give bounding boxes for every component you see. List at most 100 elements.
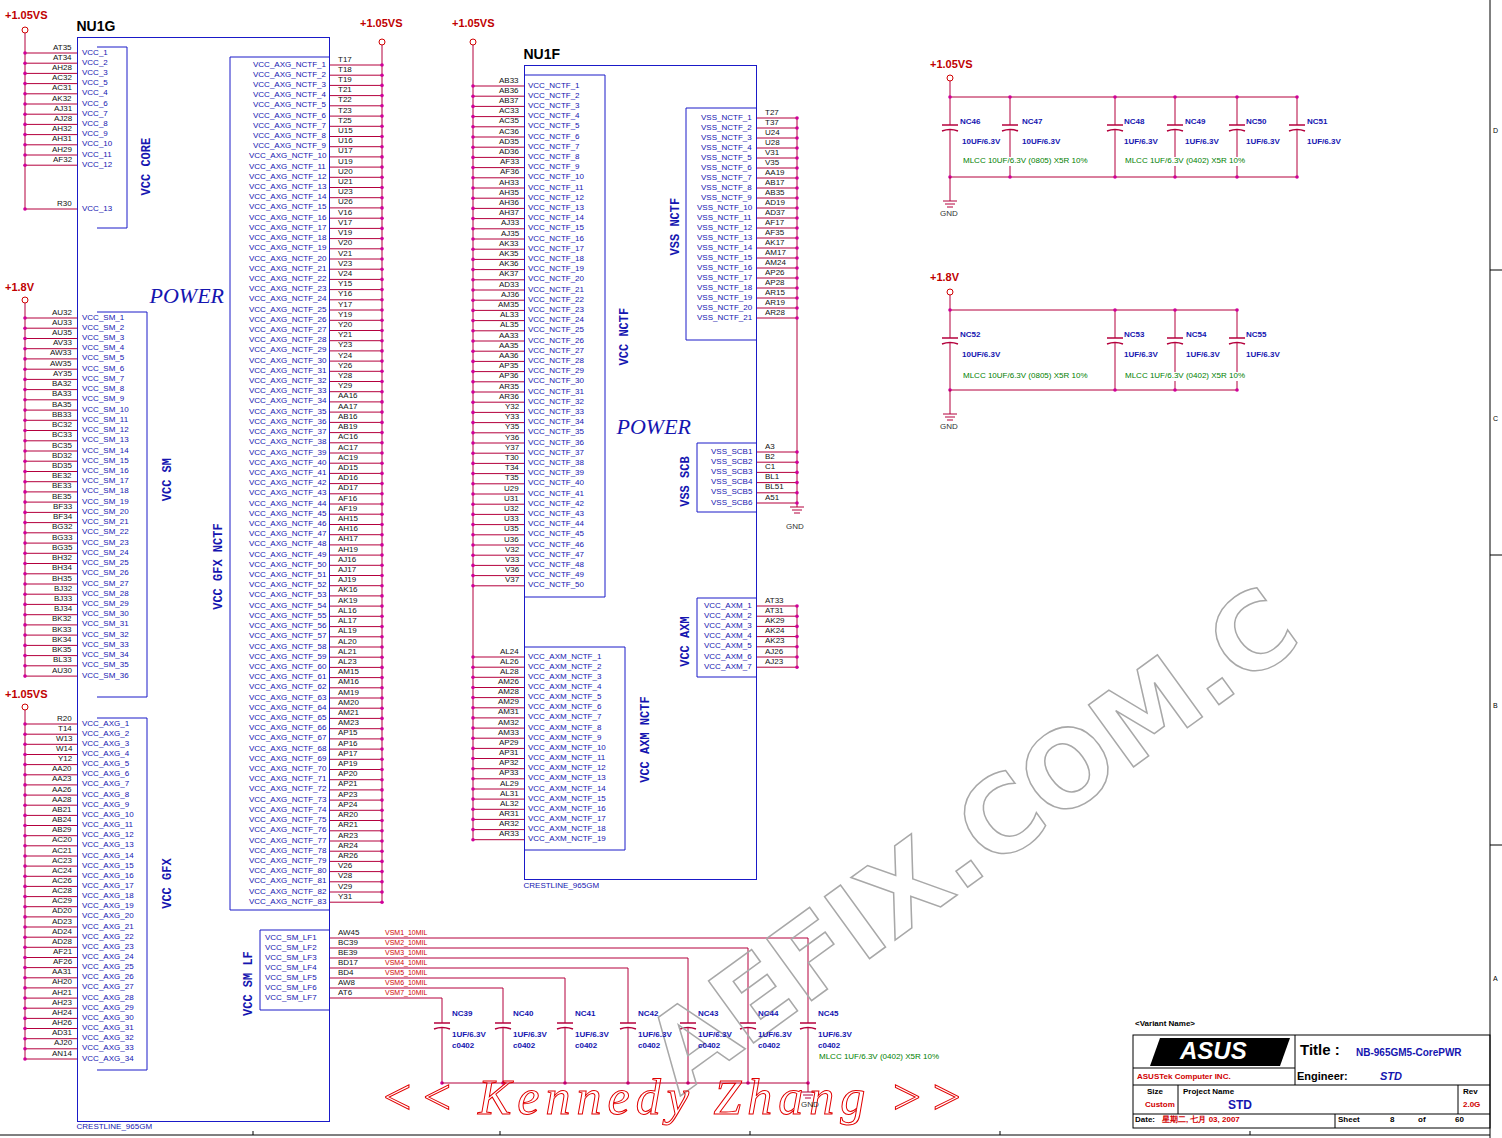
pin-name: VCC_NCTF_1: [528, 82, 580, 91]
pin-group-bracket: [697, 677, 757, 678]
ground-symbol: [943, 201, 957, 202]
ball-number: U16: [338, 137, 353, 146]
wire: [442, 998, 443, 1020]
ball-number: AP31: [499, 749, 519, 758]
ball-number: T25: [338, 117, 352, 126]
junction-dot: [23, 895, 27, 899]
net-label: VSM6_10MIL: [385, 979, 427, 986]
capacitor-symbol: [1167, 337, 1183, 339]
ball-number: AK33: [499, 240, 519, 249]
capacitor-value: 1UF/6.3V: [513, 1031, 547, 1040]
ball-number: AU35: [52, 329, 72, 338]
pin-name: VCC_AXG_19: [82, 902, 134, 911]
junction-dot: [23, 439, 27, 443]
ball-number: AJ19: [338, 576, 356, 585]
junction-dot: [23, 521, 27, 525]
pin-name: VCC_NCTF_5: [528, 122, 580, 131]
ball-number: T34: [505, 464, 519, 473]
ball-number: BG33: [52, 534, 72, 543]
pin-name: VCC_AXG_NCTF_56: [249, 622, 326, 631]
junction-dot: [1113, 388, 1117, 392]
ball-number: AR26: [338, 852, 358, 861]
ball-number: AL33: [500, 311, 519, 320]
ball-number: T14: [58, 725, 72, 734]
junction-dot: [23, 773, 27, 777]
junction-dot: [471, 797, 475, 801]
junction-dot: [23, 1017, 27, 1021]
pin-name: VCC_AXG_24: [82, 953, 134, 962]
ball-number: AM28: [498, 688, 519, 697]
title-block-field: <Variant Name>: [1135, 1020, 1195, 1029]
pin-name: VCC_SM_31: [82, 620, 129, 629]
capacitor-symbol: [942, 337, 958, 339]
ball-number: B2: [765, 453, 775, 462]
ball-number: AL20: [338, 638, 357, 647]
ball-number: AC35: [499, 117, 519, 126]
junction-dot: [23, 976, 27, 980]
ball-number: T17: [338, 56, 352, 65]
pin-name: VCC_NCTF_13: [528, 204, 584, 213]
ball-number: Y24: [338, 352, 352, 361]
pin-name: VSS_NCTF_10: [697, 204, 752, 213]
pin-name: VCC_AXM_NCTF_14: [528, 785, 606, 794]
chip-part-number: CRESTLINE_965GM: [524, 882, 600, 891]
ball-number: AF32: [53, 156, 72, 165]
pin-name: VSS_NCTF_2: [701, 124, 752, 133]
ball-number: U28: [765, 139, 780, 148]
junction-dot: [1235, 95, 1239, 99]
junction-dot: [471, 94, 475, 98]
pin-group-name: VCC SM LF: [242, 951, 255, 1016]
pin-name: VCC_NCTF_7: [528, 143, 580, 152]
wire: [330, 361, 382, 362]
junction-dot: [380, 758, 384, 762]
pin-name: VCC_AXG_NCTF_42: [249, 479, 326, 488]
capacitor-lead: [1115, 130, 1116, 177]
junction-dot: [23, 572, 27, 576]
capacitor-value: 1UF/6.3V: [1246, 138, 1280, 147]
junction-dot: [471, 380, 475, 384]
ball-number: AR20: [338, 811, 358, 820]
junction-dot: [380, 645, 384, 649]
pin-name: VCC_SM_13: [82, 436, 129, 445]
part-note: MLCC 1UF/6.3V (0402) X5R 10%: [818, 1053, 940, 1062]
pin-name: VCC_AXG_NCTF_17: [249, 224, 326, 233]
junction-dot: [380, 788, 384, 792]
junction-dot: [1113, 175, 1117, 179]
pin-group-bracket: [97, 312, 147, 313]
junction-dot: [23, 763, 27, 767]
ball-number: AD36: [499, 148, 519, 157]
pin-name: VCC_AXG_6: [82, 770, 129, 779]
pin-name: VCC_AXG_14: [82, 852, 134, 861]
ball-number: AL26: [500, 658, 519, 667]
pin-name: VCC_AXG_NCTF_20: [249, 255, 326, 264]
wire: [330, 75, 382, 76]
junction-dot: [380, 574, 384, 578]
pin-name: VCC_SM_LF7: [265, 994, 317, 1003]
wire: [330, 978, 565, 979]
pin-group-name: VCC SM: [162, 457, 175, 500]
junction-dot: [380, 553, 384, 557]
ball-number: AB35: [765, 189, 785, 198]
capacitor-ref: NC42: [638, 1010, 658, 1019]
pin-name: VCC_AXG_NCTF_66: [249, 724, 326, 733]
ball-number: AJ23: [765, 658, 783, 667]
ball-number: BE35: [52, 493, 72, 502]
title-block-value: Custom: [1145, 1101, 1175, 1110]
ball-number: AB29: [52, 826, 72, 835]
pin-name: VCC_SM_LF1: [265, 934, 317, 943]
junction-dot: [23, 966, 27, 970]
capacitor-ref: NC54: [1186, 331, 1206, 340]
pin-group-bracket: [686, 108, 757, 109]
power-symbol: [947, 75, 953, 81]
junction-dot: [380, 390, 384, 394]
junction-dot: [380, 727, 384, 731]
ball-number: AJ20: [54, 1039, 72, 1048]
pin-name: VCC_NCTF_30: [528, 377, 584, 386]
wire: [330, 948, 748, 949]
ground-symbol: [943, 414, 957, 415]
power-rail: [25, 33, 26, 209]
pin-name: VCC_11: [82, 151, 112, 160]
pin-group-bracket: [605, 75, 606, 597]
ball-number: BG35: [52, 544, 72, 553]
pin-name: VCC_NCTF_35: [528, 428, 584, 437]
